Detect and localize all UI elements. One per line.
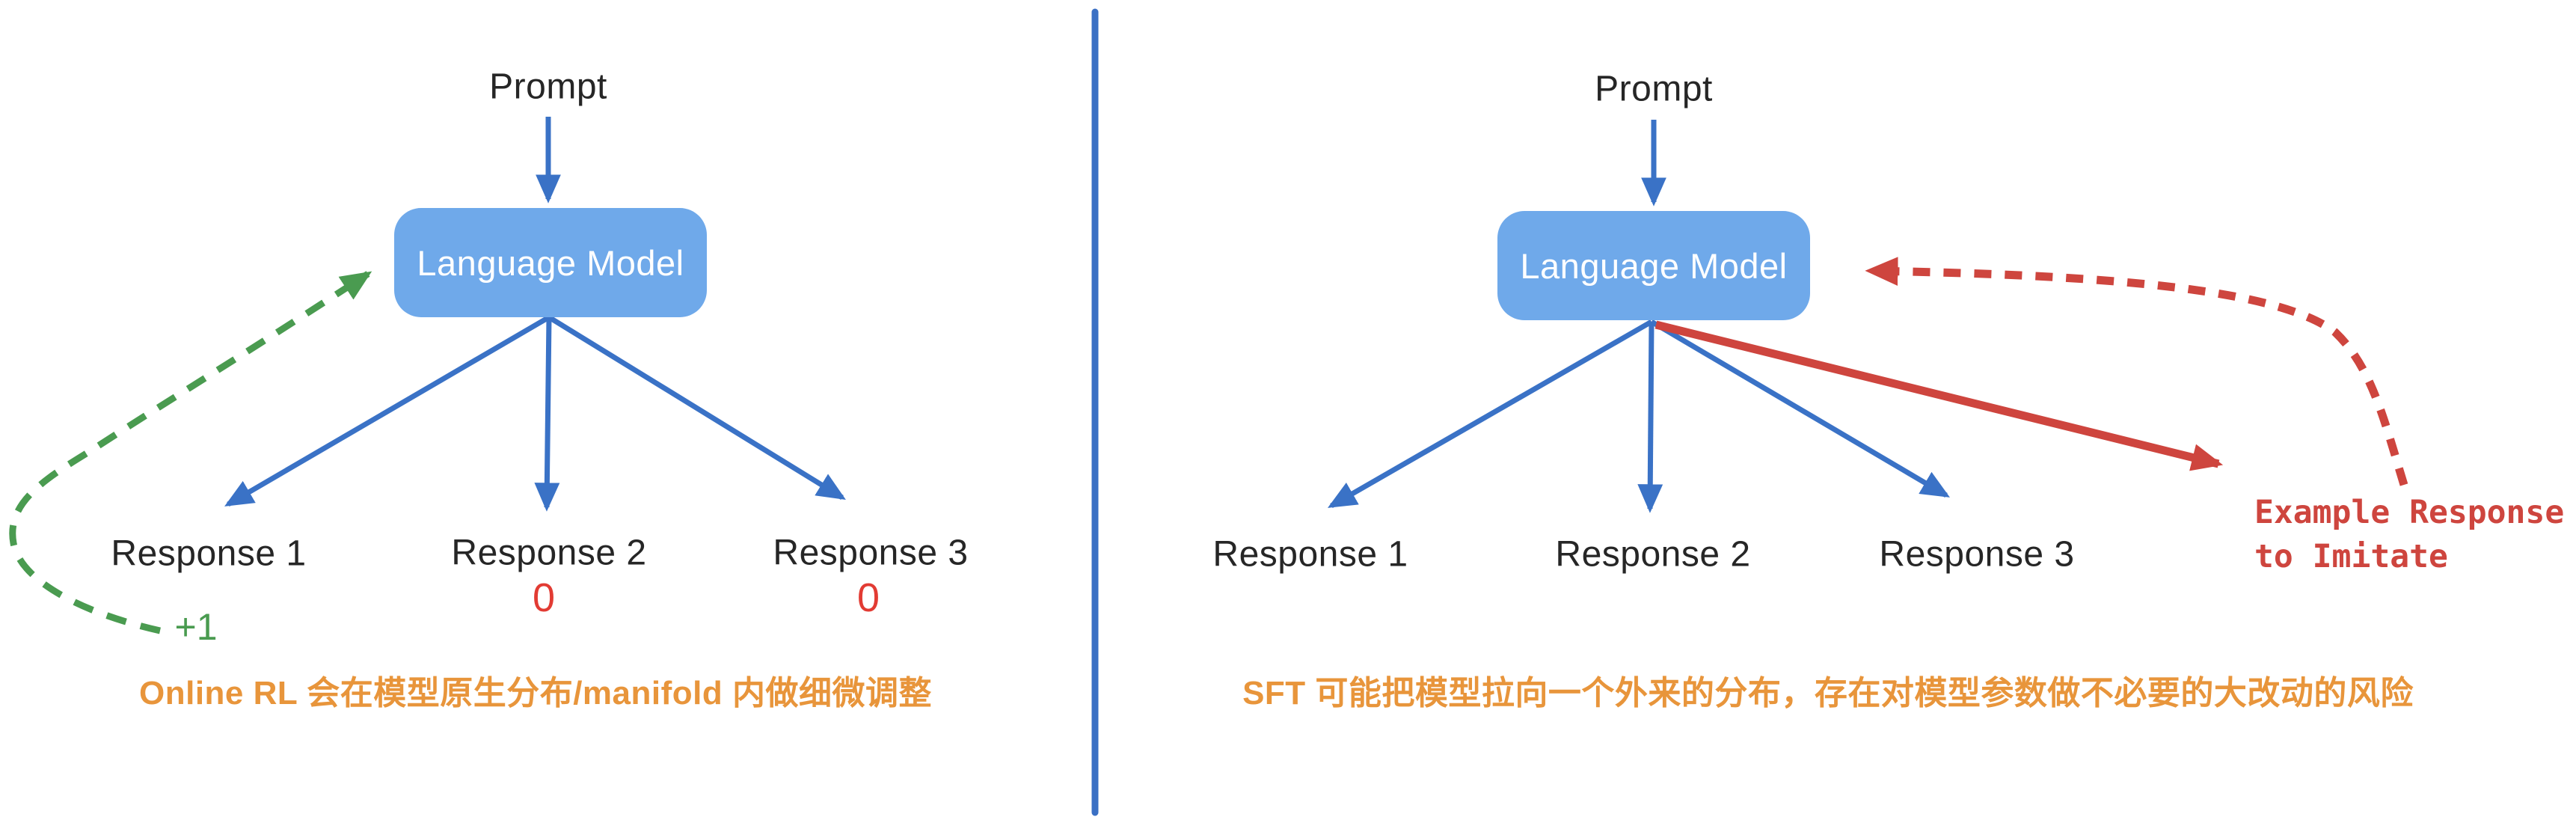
left-fan-arrow-1 <box>224 314 551 507</box>
right-fan-arrow-1 <box>1327 319 1653 509</box>
left-response-2-score: 0 <box>532 575 556 620</box>
left-prompt-label: Prompt <box>489 67 607 107</box>
left-response-1-label: Response 1 <box>111 533 307 574</box>
right-fan-arrow-2 <box>1637 321 1663 513</box>
left-panel-caption: Online RL 会在模型原生分布/manifold 内做细微调整 <box>139 675 932 712</box>
right-language-model-box: Language Model <box>1497 211 1810 320</box>
left-language-model-label: Language Model <box>417 242 684 283</box>
left-response-3-score: 0 <box>856 575 880 620</box>
right-prompt-label: Prompt <box>1595 69 1713 109</box>
left-language-model-box: Language Model <box>394 208 707 317</box>
right-imitation-feedback-arrow <box>1865 257 2408 486</box>
left-response-3-label: Response 3 <box>773 533 969 573</box>
right-fan-arrow-3 <box>1650 319 1950 498</box>
right-sft-target-arrow <box>1655 320 2224 471</box>
left-response-1-score: +1 <box>174 606 218 648</box>
right-response-1-label: Response 1 <box>1212 534 1408 575</box>
left-fan-arrow-3 <box>548 315 846 501</box>
right-response-2-label: Response 2 <box>1555 534 1751 575</box>
example-response-label: Example Response to Imitate <box>2254 494 2565 576</box>
right-response-3-label: Response 3 <box>1879 534 2075 575</box>
left-fan-arrow-2 <box>534 316 560 512</box>
right-panel-caption: SFT 可能把模型拉向一个外来的分布，存在对模型参数做不必要的大改动的风险 <box>1242 675 2414 712</box>
right-language-model-label: Language Model <box>1520 245 1788 286</box>
left-response-2-label: Response 2 <box>451 533 647 573</box>
left-reward-feedback-arrow <box>9 271 372 634</box>
